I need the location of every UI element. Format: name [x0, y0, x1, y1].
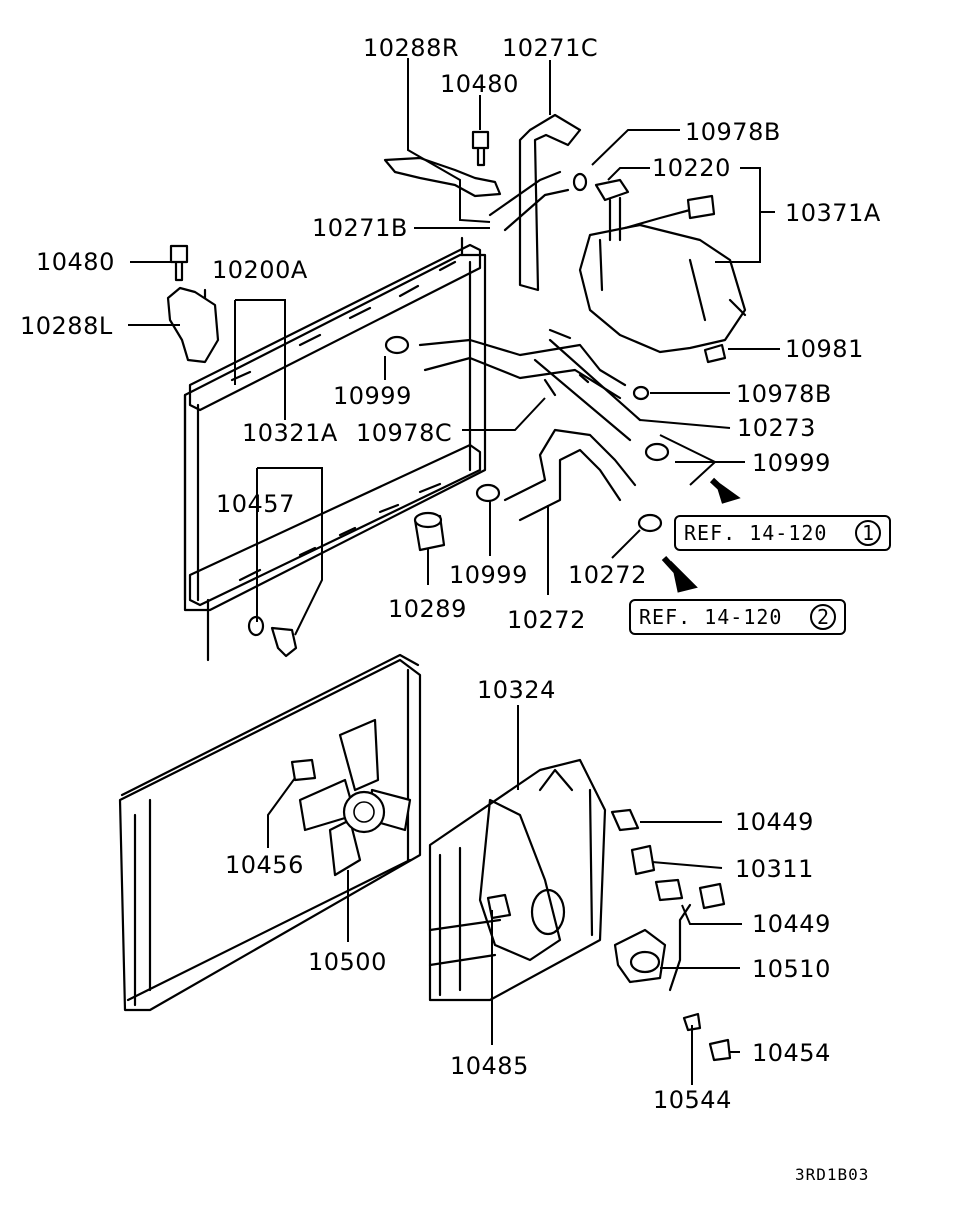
callout-10311: 10311 — [735, 855, 814, 883]
ref-box-2-num: 2 — [817, 605, 830, 629]
diagram-code: 3RD1B03 — [795, 1165, 869, 1184]
callout-10324: 10324 — [477, 676, 556, 704]
callout-10457: 10457 — [216, 490, 295, 518]
ref-box-2: REF. 14-120 2 — [629, 599, 846, 635]
leader-lines — [128, 58, 780, 1085]
fan-motor-parts — [486, 808, 732, 1062]
callout-10220: 10220 — [652, 154, 731, 182]
bracket-left — [166, 286, 220, 364]
ref-box-2-text: REF. 14-120 — [639, 605, 782, 629]
callout-10480-top: 10480 — [440, 70, 519, 98]
radiator-upper — [183, 236, 487, 662]
callout-10289: 10289 — [388, 595, 467, 623]
callout-10544: 10544 — [653, 1086, 732, 1114]
callout-10449-a: 10449 — [735, 808, 814, 836]
clamp-icon — [247, 172, 727, 658]
callout-10978c: 10978C — [356, 419, 452, 447]
callout-10999-b: 10999 — [752, 449, 831, 477]
callout-10978b-mid: 10978B — [736, 380, 832, 408]
callout-10272-a: 10272 — [568, 561, 647, 589]
callout-10999-a: 10999 — [333, 382, 412, 410]
callout-10454: 10454 — [752, 1039, 831, 1067]
fan — [290, 718, 412, 877]
callout-10449-b: 10449 — [752, 910, 831, 938]
fan-shroud — [428, 758, 607, 1002]
callout-10500: 10500 — [308, 948, 387, 976]
hoses — [418, 113, 642, 522]
callout-10288r: 10288R — [363, 34, 459, 62]
ref-box-1-text: REF. 14-120 — [684, 521, 827, 545]
callout-10321a: 10321A — [242, 419, 338, 447]
ref-box-1-num: 1 — [862, 521, 875, 545]
ref-arrow-icon — [661, 477, 741, 593]
bolt-icon — [169, 130, 490, 282]
callout-10272-b: 10272 — [507, 606, 586, 634]
ref-box-1: REF. 14-120 1 — [674, 515, 891, 551]
callout-10273: 10273 — [737, 414, 816, 442]
callout-10271b: 10271B — [312, 214, 408, 242]
callout-labels: 10288R 10271C 10480 10978B 10220 10371A … — [20, 34, 881, 1114]
bracket-right — [383, 156, 502, 198]
callout-10485: 10485 — [450, 1052, 529, 1080]
callout-10371a: 10371A — [785, 199, 881, 227]
callout-10978b-top: 10978B — [685, 118, 781, 146]
callout-10999-c: 10999 — [449, 561, 528, 589]
reservoir-tank — [578, 178, 747, 354]
callout-10510: 10510 — [752, 955, 831, 983]
callout-10456: 10456 — [225, 851, 304, 879]
callout-10271c: 10271C — [502, 34, 598, 62]
callout-10480-left: 10480 — [36, 248, 115, 276]
callout-10288l: 10288L — [20, 312, 113, 340]
callout-10981: 10981 — [785, 335, 864, 363]
callout-10200a: 10200A — [212, 256, 308, 284]
